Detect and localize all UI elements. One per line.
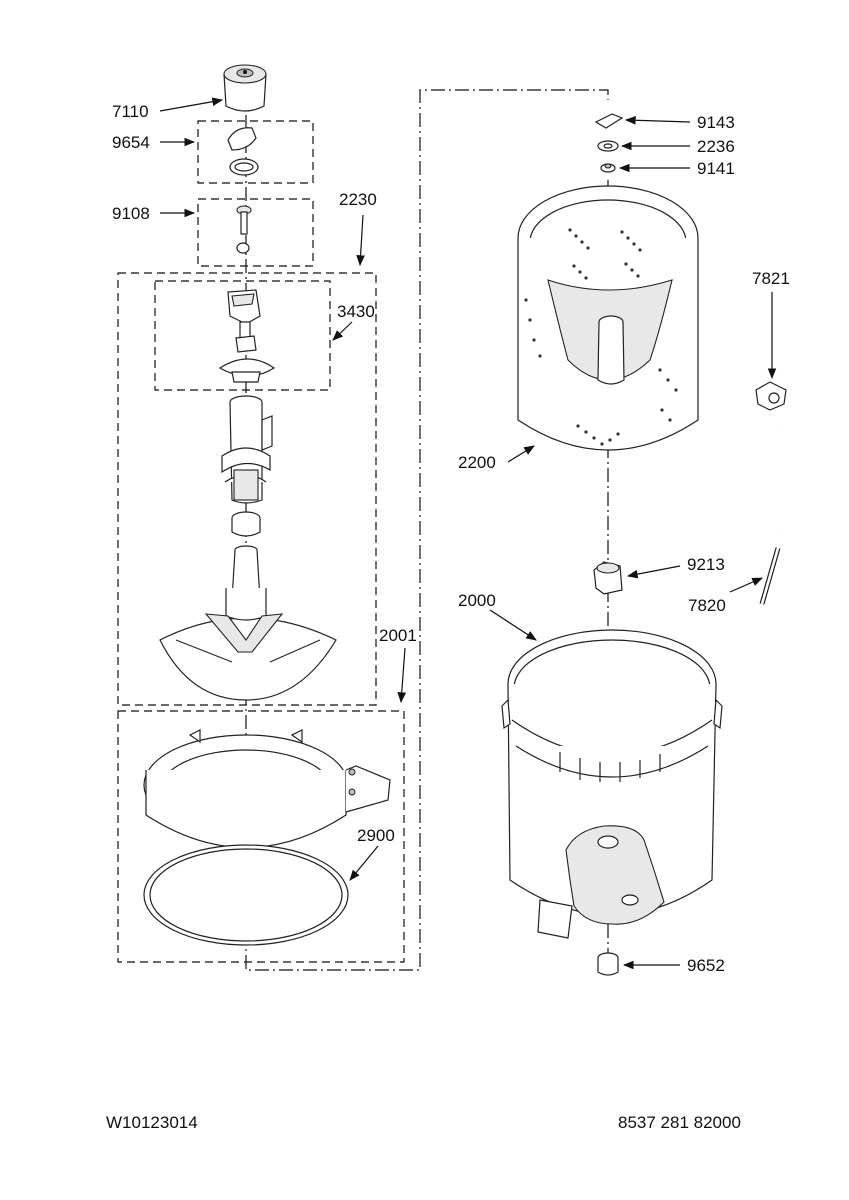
callout-2001: 2001 [379,626,417,704]
part-number: 8537 281 82000 [618,1113,741,1132]
label-2900: 2900 [357,826,395,845]
callout-2236: 2236 [620,137,735,156]
callout-2200: 2200 [458,445,535,472]
label-2000: 2000 [458,591,496,610]
group-box-9108 [197,198,314,267]
callout-2230: 2230 [339,190,377,267]
part-2200-basket [517,185,699,451]
callout-2900: 2900 [349,826,395,881]
label-9654: 9654 [112,133,150,152]
group-box-2001 [117,710,405,963]
label-3430: 3430 [337,302,375,321]
callout-7110: 7110 [112,97,224,121]
part-9141 [600,163,616,173]
part-7110-cap [223,64,267,112]
callout-9652: 9652 [622,956,725,975]
part-7821-clip [755,381,787,411]
part-agitator-barrel [221,395,273,504]
part-9108-bolt [236,205,252,254]
part-3430 [218,289,276,383]
label-9143: 9143 [697,113,735,132]
label-9141: 9141 [697,159,735,178]
callout-9141: 9141 [618,159,735,178]
label-2230: 2230 [339,190,377,209]
group-box-2230 [117,272,377,706]
group-box-9654 [197,120,314,184]
part-2900-seal [143,844,349,946]
part-9654 [227,127,259,176]
group-box-3430 [154,280,331,391]
callout-9213: 9213 [626,555,725,579]
part-2000-outer-tub [501,629,723,939]
callout-9654: 9654 [112,133,196,152]
callout-3430: 3430 [332,302,375,341]
label-7821: 7821 [752,269,790,288]
label-2001: 2001 [379,626,417,645]
part-9652 [597,952,619,976]
label-9652: 9652 [687,956,725,975]
callout-9143: 9143 [624,113,735,132]
part-2236 [597,140,619,152]
label-2236: 2236 [697,137,735,156]
label-9108: 9108 [112,204,150,223]
part-cam-ring [231,511,261,537]
callout-9108: 9108 [112,204,196,223]
label-7820: 7820 [688,596,726,615]
label-9213: 9213 [687,555,725,574]
part-2001-tub-ring [143,729,391,849]
callout-7821: 7821 [752,269,790,380]
part-agitator-base [159,545,337,701]
callout-2000: 2000 [458,591,537,641]
part-7820-hose [759,427,784,605]
callout-7820: 7820 [688,577,763,615]
part-9143 [594,113,624,129]
label-7110: 7110 [112,102,149,121]
left-axis-line [245,89,609,971]
doc-number: W10123014 [106,1113,198,1132]
part-9213 [593,561,623,595]
label-2200: 2200 [458,453,496,472]
